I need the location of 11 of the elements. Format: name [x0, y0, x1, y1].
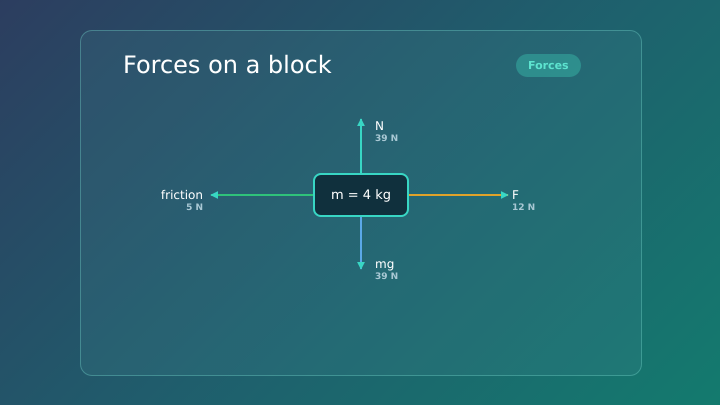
force-label: friction — [160, 189, 203, 201]
tag-badge: Forces — [516, 54, 581, 77]
force-value: 39 N — [375, 135, 398, 144]
title: Forces on a block — [123, 53, 332, 77]
force-label: mg — [375, 258, 394, 270]
force-value: 5 N — [186, 204, 203, 213]
force-value: 12 N — [512, 204, 536, 213]
force-label: N — [375, 120, 384, 132]
force-value: 39 N — [375, 273, 398, 282]
force-label: F — [512, 189, 519, 201]
mass-block: m = 4 kg — [313, 173, 409, 217]
